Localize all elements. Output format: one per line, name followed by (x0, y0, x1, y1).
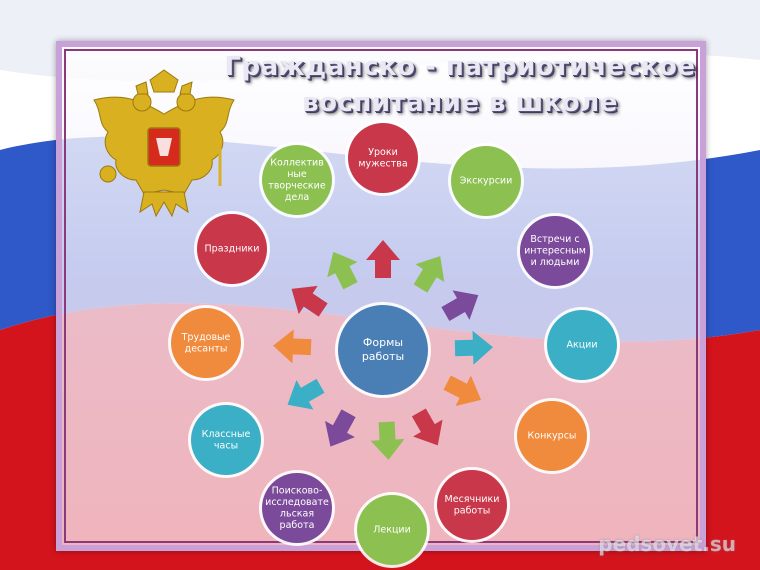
node-10-label-line: десанты (185, 343, 228, 354)
node-3-label-line: интересным (524, 246, 586, 257)
arrow-3 (441, 290, 479, 322)
node-4: Акции (544, 307, 620, 383)
node-8-circle (262, 473, 332, 543)
node-1-label-line: Уроки (368, 147, 398, 158)
node-11: Праздники (194, 211, 270, 287)
node-3-label-line: и людьми (531, 257, 580, 268)
arrow-12 (327, 251, 358, 290)
arrow-2 (413, 256, 445, 293)
arrow-8 (325, 409, 356, 447)
node-4-label-line: Акции (566, 340, 597, 351)
node-3-circle (520, 216, 590, 286)
node-9-circle (191, 405, 261, 475)
node-8-label-line: работа (280, 520, 315, 531)
node-11-circle (197, 214, 267, 284)
node-2-label-line: Экскурсии (460, 176, 513, 187)
node-8-label-line: льская (280, 508, 314, 519)
arrow-6 (411, 408, 443, 446)
node-9-label-line: Классные (202, 429, 251, 440)
arrow-1 (366, 240, 400, 278)
arrow-9 (287, 378, 325, 410)
arrow-10 (273, 329, 312, 364)
node-12-circle (262, 145, 332, 215)
node-2-circle (451, 146, 521, 216)
node-6-label-line: работы (454, 505, 491, 516)
arrow-7 (370, 421, 405, 460)
arrow-4 (454, 330, 493, 365)
node-7-label-line: Лекции (373, 525, 411, 536)
node-7-circle (357, 495, 427, 565)
node-1-label-line: мужества (358, 158, 407, 169)
node-12-label-line: творческие (268, 180, 326, 191)
node-12-label-line: Коллектив (270, 157, 324, 168)
arrow-5 (443, 375, 482, 406)
node-9-label-line: часы (214, 440, 238, 451)
node-2: Экскурсии (448, 143, 524, 219)
center-node-label-line: Формы (363, 336, 403, 349)
node-10-label-line: Трудовые (181, 332, 231, 343)
russian-coat-of-arms-icon (93, 69, 235, 218)
node-7: Лекции (354, 492, 430, 568)
node-8-label-line: исследовате (265, 497, 329, 508)
node-4-circle (547, 310, 617, 380)
center-node-label-line: работы (362, 350, 404, 363)
node-10-circle (171, 308, 241, 378)
node-5-circle (517, 401, 587, 471)
node-11-label-line: Праздники (205, 244, 260, 255)
node-3-label-line: Встречи с (530, 234, 579, 245)
node-5-label-line: Конкурсы (528, 431, 577, 442)
page-title-line-1: Гражданско - патриотическое (224, 52, 696, 82)
node-6-circle (437, 470, 507, 540)
node-12-label-line: дела (285, 192, 309, 203)
node-12-label-line: ные (287, 169, 307, 180)
node-8-label-line: Поисково- (272, 485, 323, 496)
arrow-11 (291, 285, 328, 317)
node-5: Конкурсы (514, 398, 590, 474)
watermark: pedsovet.su (598, 532, 736, 556)
node-6-label-line: Месячники (445, 494, 500, 505)
center-node-circle (338, 305, 428, 395)
page-title-line-2: воспитание в школе (302, 88, 618, 118)
node-1-circle (348, 123, 418, 193)
